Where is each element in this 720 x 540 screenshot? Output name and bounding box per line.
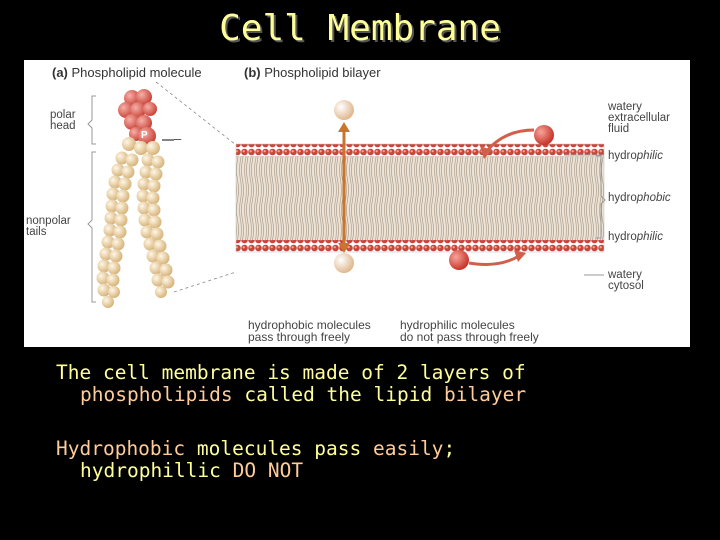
- hydrophobic-molecule-bottom: [334, 253, 354, 273]
- page-title: Cell Membrane: [219, 8, 501, 49]
- panel-a-title: (a) Phospholipid molecule: [52, 65, 202, 80]
- label-hydrophilic-bottom: hydrophilic: [608, 231, 663, 243]
- label-minus: –: [174, 131, 182, 146]
- zoom-lines: [155, 81, 237, 293]
- label-phosphate: P: [141, 130, 148, 141]
- pass-arrow: [338, 122, 350, 253]
- label-watery-cytosol: watery cytosol: [608, 269, 644, 292]
- membrane-figure: (a) Phospholipid molecule (b) Phospholip…: [24, 60, 690, 347]
- paragraph-permeability: Hydrophobic molecules pass easily; hydro…: [56, 437, 456, 482]
- hydrophilic-molecule-bottom: [449, 250, 526, 270]
- figure-graphic: [87, 81, 606, 308]
- paragraph-bilayer: The cell membrane is made of 2 layers of…: [56, 361, 527, 406]
- label-watery-extracellular-fluid: watery extracellular fluid: [608, 101, 670, 135]
- phospholipid-bilayer: [235, 143, 605, 253]
- panel-b-title: (b) Phospholipid bilayer: [244, 65, 381, 80]
- phospholipid-molecule: [96, 89, 175, 308]
- panel-b-leaders: [564, 154, 606, 276]
- label-hydrophilic-top: hydrophilic: [608, 150, 663, 162]
- hydrophobic-molecule-top: [334, 100, 354, 120]
- hydrophilic-molecule-top: [480, 125, 554, 159]
- label-hydrophobic: hydrophobic: [608, 192, 671, 204]
- panel-a-braces: [87, 95, 96, 303]
